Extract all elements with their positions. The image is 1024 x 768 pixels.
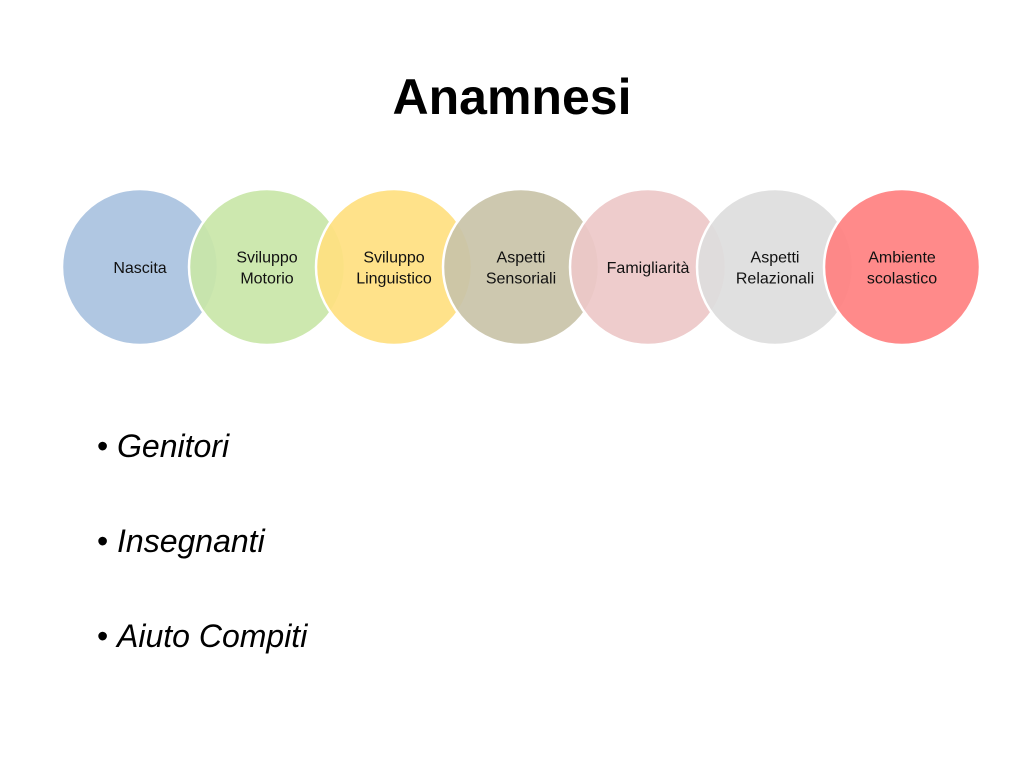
diagram-circle-7: Ambiente scolastico <box>822 187 982 347</box>
circle-label: Aspetti <box>751 250 800 267</box>
bullet-item-genitori: •Genitori <box>97 424 307 519</box>
bullet-marker: • <box>97 618 109 654</box>
circle-label: Nascita <box>113 260 166 277</box>
bullet-item-insegnanti: •Insegnanti <box>97 519 307 614</box>
bullet-item-aiuto-compiti: •Aiuto Compiti <box>97 614 307 709</box>
circle-label: Sensoriali <box>486 271 556 288</box>
circle-label: Sviluppo <box>236 250 297 267</box>
circle-label: Famigliarità <box>607 260 690 277</box>
circle-label: Linguistico <box>356 271 432 288</box>
bullet-list: •Genitori •Insegnanti •Aiuto Compiti <box>97 424 307 709</box>
bullet-marker: • <box>97 523 109 559</box>
bullet-text: Insegnanti <box>117 523 265 559</box>
circle-label: Relazionali <box>736 271 814 288</box>
circle-label: scolastico <box>867 271 937 288</box>
bullet-text: Genitori <box>117 428 230 464</box>
slide-title: Anamnesi <box>392 69 632 125</box>
circle-label: Motorio <box>240 271 293 288</box>
circle-shape <box>822 187 982 347</box>
circle-label: Ambiente <box>868 250 936 267</box>
circle-label: Aspetti <box>497 250 546 267</box>
circle-label: Sviluppo <box>363 250 424 267</box>
bullet-marker: • <box>97 428 109 464</box>
bullet-text: Aiuto Compiti <box>117 618 308 654</box>
